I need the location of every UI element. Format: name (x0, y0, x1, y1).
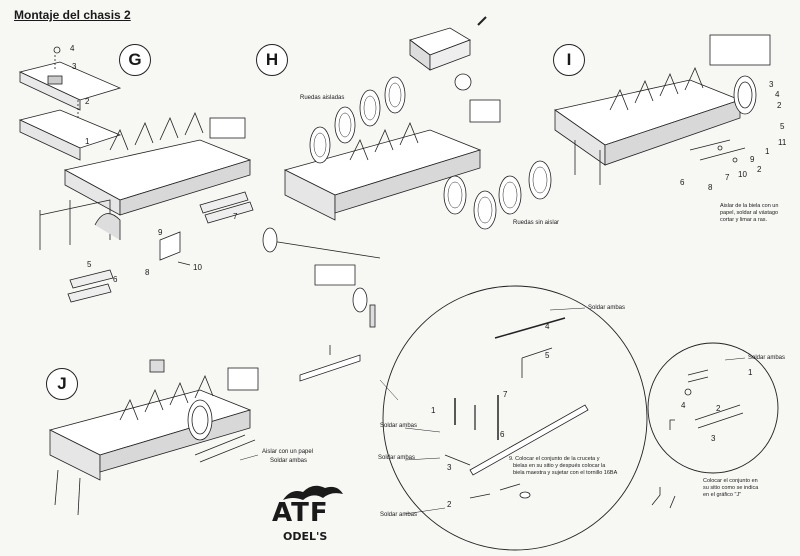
label-aislar-papel: Aislar con un papel (262, 449, 314, 455)
label-soldar-ambas-4: Soldar ambas (380, 512, 418, 518)
assembly-i-drawing (554, 34, 771, 185)
step-h-badge: H (256, 44, 288, 76)
big-part-3: 3 (447, 463, 452, 472)
g-part-5: 5 (87, 260, 92, 269)
label-ruedas-sin-aislar: Ruedas sin aislar (513, 220, 560, 226)
step-g-badge: G (119, 44, 151, 76)
page-title: Montaje del chasis 2 (14, 8, 131, 22)
g-part-4: 4 (70, 44, 75, 53)
label-soldar-ambas-5: Soldar ambas (748, 355, 786, 361)
note-colocar-line-3: en el gráfico "J" (703, 492, 742, 498)
i-part-7: 7 (725, 173, 730, 182)
i-part-6: 6 (680, 178, 685, 187)
i-part-1: 1 (765, 147, 770, 156)
i-part-11: 11 (778, 138, 787, 147)
logo-atf: ATF (272, 498, 329, 528)
label-soldar-ambas-1: Soldar ambas (588, 305, 626, 311)
assembly-h-drawing (262, 16, 552, 328)
label-soldar-ambas-2: Soldar ambas (380, 423, 418, 429)
small-part-4: 4 (681, 401, 686, 410)
step-j-badge: J (46, 368, 78, 400)
g-part-7: 7 (233, 212, 238, 221)
detail-circle-large (379, 285, 648, 551)
label-soldar-ambas-3: Soldar ambas (378, 455, 416, 461)
g-part-2: 2 (85, 97, 90, 106)
note-i-line-3: cortar y limar a ras. (720, 217, 768, 223)
detail-circle-small (647, 342, 779, 509)
g-part-9: 9 (158, 228, 163, 237)
big-part-4: 4 (545, 322, 550, 331)
note-9-line-2: bielas en su sitio y después colocar la (513, 463, 606, 469)
i-part-2: 2 (777, 101, 782, 110)
note-i-line-2: papel, soldar al vástago (720, 210, 779, 216)
small-part-2: 2 (716, 404, 721, 413)
i-part-3: 3 (769, 80, 774, 89)
g-part-3: 3 (72, 62, 77, 71)
g-part-6: 6 (113, 275, 118, 284)
label-ruedas-aisladas: Ruedas aisladas (300, 95, 345, 101)
g-part-10: 10 (193, 263, 202, 272)
note-i-line-1: Aislar de la biela con un (720, 203, 779, 209)
logo-models: ODEL'S (283, 530, 328, 543)
step-i-badge: I (553, 44, 585, 76)
i-part-9: 9 (750, 155, 755, 164)
assembly-j-drawing (48, 345, 361, 516)
label-soldar-ambas-j: Soldar ambas (270, 458, 308, 464)
big-part-5: 5 (545, 351, 550, 360)
small-part-1: 1 (748, 368, 753, 377)
note-9-line-3: biela maestra y sujetar con el tornillo … (513, 470, 618, 476)
small-part-3: 3 (711, 434, 716, 443)
note-colocar-line-2: su sitio como se indica (703, 485, 759, 491)
i-part-5: 5 (780, 122, 785, 131)
big-part-6: 6 (500, 430, 505, 439)
big-part-7: 7 (503, 390, 508, 399)
g-part-8: 8 (145, 268, 150, 277)
big-part-2: 2 (447, 500, 452, 509)
big-part-1: 1 (431, 406, 436, 415)
i-part-10: 10 (738, 170, 747, 179)
note-colocar-line-1: Colocar el conjunto en (703, 478, 758, 484)
note-9-line-1: 9. Colocar el conjunto de la cruceta y (509, 456, 600, 462)
assembly-g-drawing (18, 46, 254, 303)
i-part-8: 8 (708, 183, 713, 192)
i-part-2b: 2 (757, 165, 762, 174)
i-part-4: 4 (775, 90, 780, 99)
g-part-1: 1 (85, 137, 90, 146)
